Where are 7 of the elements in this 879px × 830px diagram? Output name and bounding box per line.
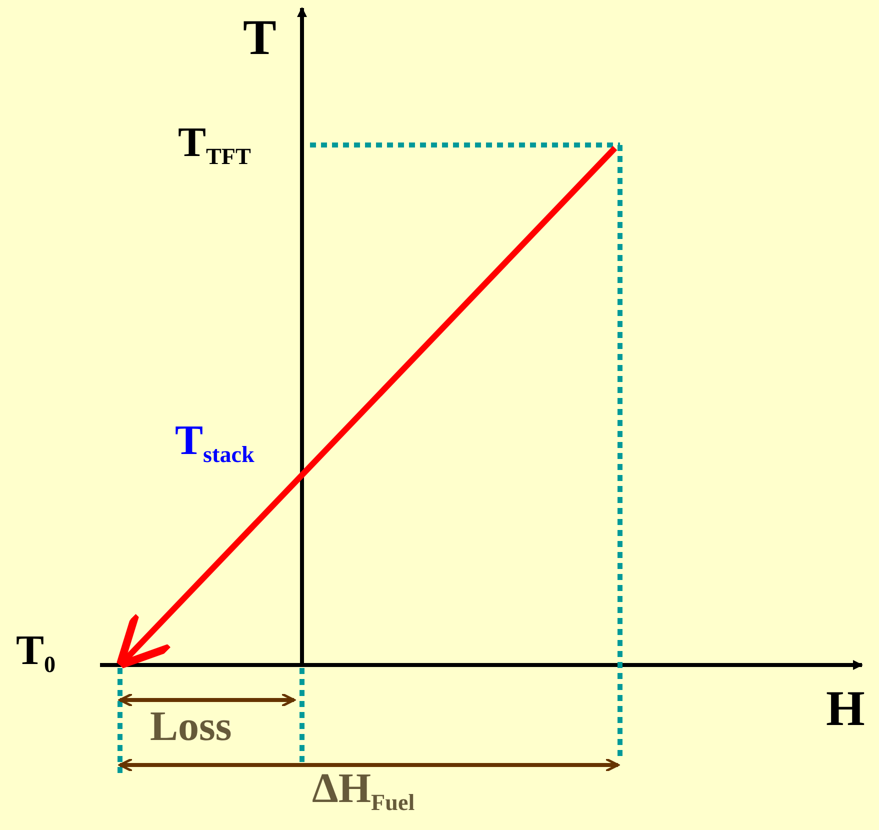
dimension-label: ΔH$_{Fuel}$ bbox=[312, 768, 415, 814]
axis-label: H bbox=[826, 683, 865, 733]
temperature-label: T$_{0}$ bbox=[16, 630, 56, 676]
temperature-label: T$_{stack}$ bbox=[175, 420, 254, 466]
axis-label: T bbox=[243, 12, 276, 62]
dimension-label: Loss bbox=[150, 706, 232, 748]
temperature-label: T$_{TFT}$ bbox=[178, 122, 251, 168]
